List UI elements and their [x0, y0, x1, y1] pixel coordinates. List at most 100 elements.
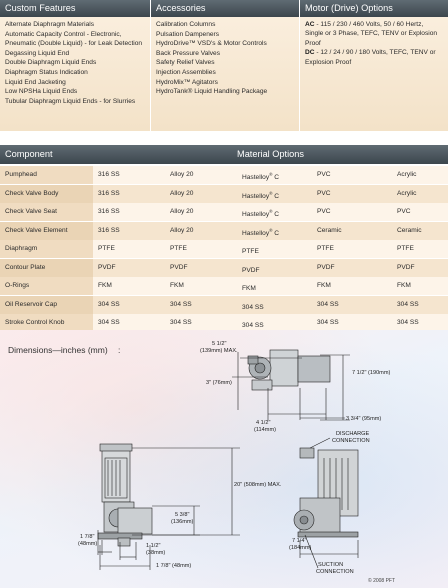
material-name: Hastelloy — [242, 174, 270, 182]
material-cell: FKM — [93, 277, 165, 295]
accessory-item: HydroDrive™ VSD's & Motor Controls — [156, 40, 267, 48]
component-name-cell: Contour Plate — [0, 258, 93, 277]
material-cell: 304 SS — [237, 295, 312, 314]
custom-feature-item: Automatic Capacity Control - Electronic, — [5, 30, 122, 38]
component-header: Component — [0, 145, 93, 164]
material-name: PVDF — [242, 266, 260, 274]
material-cell: PTFE — [312, 240, 392, 258]
copyright: © 2008 PFT — [368, 578, 396, 584]
material-cell: Ceramic — [312, 221, 392, 240]
component-name-cell: Diaphragm — [0, 240, 93, 258]
motor-ac-option: AC - 115 / 230 / 460 Volts, 50 / 60 Hert… — [305, 20, 443, 48]
suction-label-2: CONNECTION — [316, 569, 354, 575]
motor-dc-option: DC - 12 / 24 / 90 / 180 Volts, TEFC, TEN… — [305, 48, 443, 67]
dimension-drawing — [97, 349, 359, 570]
dim-label-5-375in-mm: (136mm) — [171, 519, 194, 525]
dim-label-4-5in-mm: (114mm) — [254, 427, 276, 433]
custom-feature-item: Diaphragm Status Indication — [5, 68, 88, 76]
dim-label-3-75in: 3 3/4" (95mm) — [346, 416, 382, 422]
motor-options-header: Motor (Drive) Options — [300, 0, 448, 17]
material-cell: PTFE — [392, 240, 448, 258]
material-cell: 304 SS — [165, 295, 237, 314]
dim-label-1-875in-mm: (48mm) — [78, 541, 98, 547]
material-cell: Hastelloy® C — [237, 184, 312, 203]
dc-text: - 12 / 24 / 90 / 180 Volts, TEFC, TENV o… — [305, 49, 436, 66]
material-cell: 316 SS — [93, 221, 165, 240]
material-cell: 304 SS — [312, 314, 392, 332]
material-cell: PVDF — [93, 258, 165, 277]
motor-options-list: AC - 115 / 230 / 460 Volts, 50 / 60 Hert… — [300, 17, 448, 131]
material-cell: FKM — [165, 277, 237, 295]
material-cell: Hastelloy® C — [237, 166, 312, 184]
custom-feature-item: Alternate Diaphragm Materials — [5, 21, 95, 28]
column-divider — [150, 0, 151, 131]
accessory-item: Back Pressure Valves — [156, 49, 221, 57]
dim-label-width: 5 1/2" — [212, 341, 227, 347]
discharge-label-1: DISCHARGE — [336, 431, 370, 437]
component-name-cell: O-Rings — [0, 277, 93, 295]
material-cell: PVC — [312, 184, 392, 203]
dim-label-4-5in: 4 1/2" — [256, 420, 271, 426]
dim-label-3in: 3" (76mm) — [206, 380, 232, 386]
dimensions-title: Dimensions—inches (mm) — [8, 345, 108, 355]
dimensions-background — [0, 330, 448, 588]
material-cell: PVDF — [392, 258, 448, 277]
accessory-item: HydroMix™ Agitators — [156, 78, 218, 86]
material-suffix: C — [272, 192, 280, 200]
dim-label-7-25in: 7 1/4" — [292, 538, 307, 544]
material-name: 304 SS — [242, 322, 264, 330]
registered-mark: ® — [269, 172, 273, 177]
accessories-list: Calibration Columns Pulsation Dampeners … — [151, 17, 299, 131]
dim-label-7-5in: 7 1/2" (190mm) — [352, 370, 391, 376]
custom-features-list: Alternate Diaphragm Materials Automatic … — [0, 17, 150, 131]
dim-label-1-5in: 1 1/2" — [146, 543, 161, 549]
material-name: Hastelloy — [242, 229, 270, 237]
material-suffix: C — [272, 229, 280, 237]
material-name: 304 SS — [242, 303, 264, 311]
material-cell: 304 SS — [165, 314, 237, 332]
material-cell: PTFE — [165, 240, 237, 258]
material-suffix: C — [272, 211, 280, 219]
custom-feature-item: Double Diaphragm Liquid Ends — [5, 59, 97, 67]
material-cell: Acrylic — [392, 166, 448, 184]
material-cell: PVDF — [312, 258, 392, 277]
material-cell: PVDF — [165, 258, 237, 277]
material-cell: Alloy 20 — [165, 166, 237, 184]
accessory-item: Pulsation Dampeners — [156, 30, 220, 38]
dim-label-5-375in: 5 3/8" — [175, 512, 190, 518]
component-name-cell: Stroke Control Knob — [0, 314, 93, 332]
material-cell: 316 SS — [93, 203, 165, 221]
custom-feature-item: Liquid End Jacketing — [5, 78, 66, 86]
material-cell: Hastelloy® C — [237, 221, 312, 240]
material-cell: PVC — [312, 166, 392, 184]
accessory-item: Safety Relief Valves — [156, 59, 215, 67]
component-name-cell: Pumphead — [0, 166, 93, 184]
material-cell: Alloy 20 — [165, 221, 237, 240]
dc-label: DC — [305, 49, 315, 57]
custom-features-header: Custom Features — [0, 0, 150, 17]
material-name: FKM — [242, 285, 256, 293]
material-cell: Alloy 20 — [165, 203, 237, 221]
material-cell: 316 SS — [93, 166, 165, 184]
dim-label-1-5in-mm: (38mm) — [146, 550, 166, 556]
front-view-pump — [97, 443, 153, 547]
discharge-label-2: CONNECTION — [332, 438, 370, 444]
suction-label-1: SUCTION — [318, 562, 344, 568]
component-name-cell: Check Valve Seat — [0, 203, 93, 221]
ac-label: AC — [305, 21, 315, 28]
side-view-pump — [293, 447, 359, 538]
dim-label-bottom-1-875in: 1 7/8" (48mm) — [156, 563, 192, 569]
custom-feature-item: Degassing Liquid End — [5, 49, 70, 57]
material-cell: Alloy 20 — [165, 184, 237, 203]
column-divider — [299, 0, 300, 131]
material-cell: Acrylic — [392, 184, 448, 203]
ac-text: - 115 / 230 / 460 Volts, 50 / 60 Hertz, … — [305, 21, 438, 47]
